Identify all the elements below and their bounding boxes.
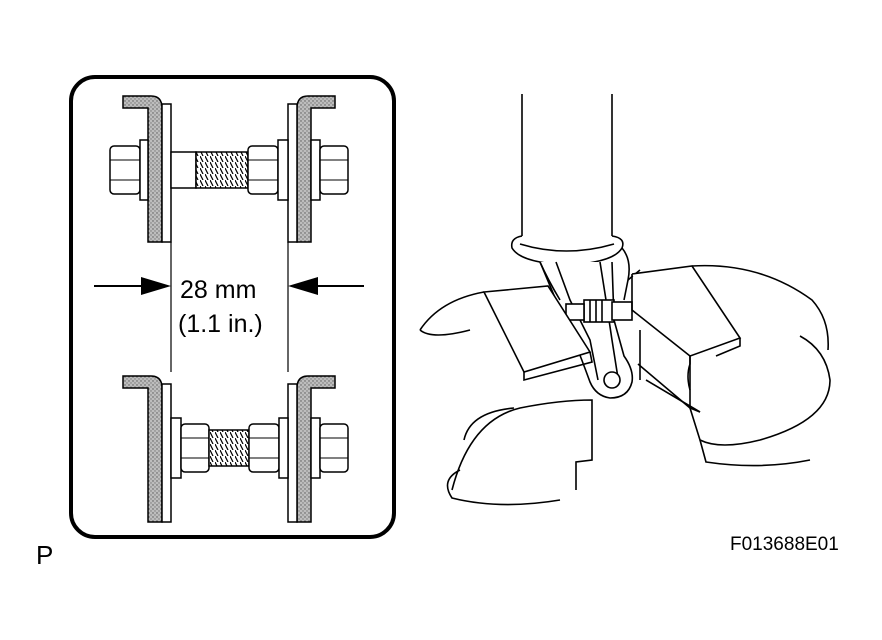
detail-box	[69, 75, 396, 539]
bottom-bolt-assembly	[122, 375, 349, 523]
dimension-label-mm: 28 mm	[180, 276, 257, 304]
figure-code: F013688E01	[730, 534, 839, 555]
strut-in-vise	[419, 94, 831, 506]
nut-top	[247, 139, 289, 201]
left-arrow-head	[141, 277, 171, 295]
dimension-label-in: (1.1 in.)	[178, 310, 263, 338]
dimension-indicator	[94, 242, 364, 372]
right-arrow-head	[288, 277, 318, 295]
top-bolt-assembly	[109, 95, 349, 243]
left-plate-bottom	[122, 375, 163, 523]
corner-letter: P	[36, 540, 54, 570]
bolt-head-top	[109, 139, 149, 201]
